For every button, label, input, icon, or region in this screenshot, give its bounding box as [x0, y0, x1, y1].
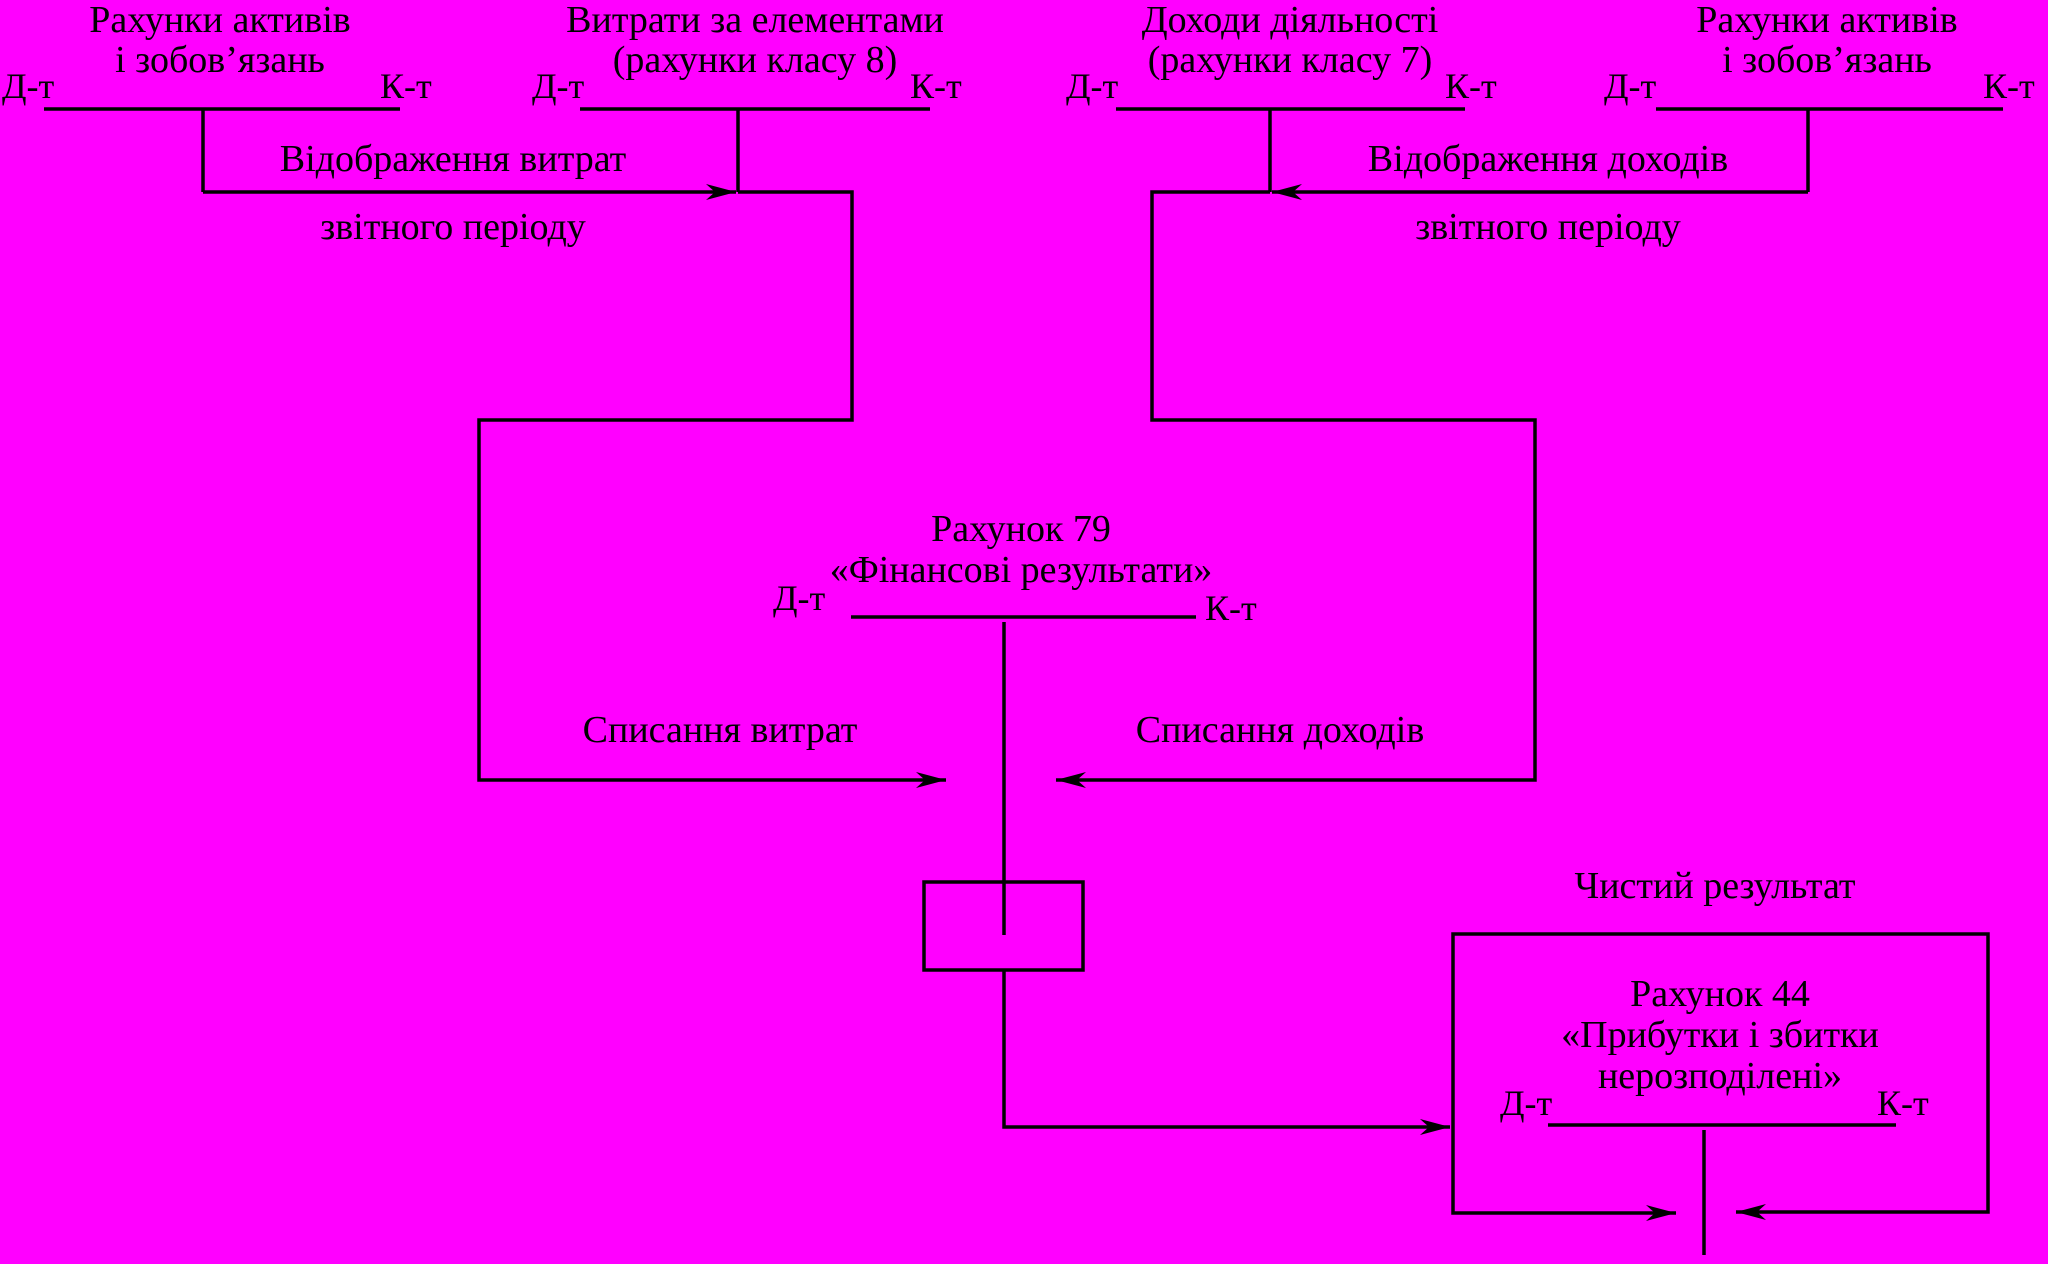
assets-left-title-1: Рахунки активів	[89, 0, 350, 41]
account-79-title-2: «Фінансові результати»	[830, 549, 1213, 591]
income-writeoff-label: Списання доходів	[1136, 709, 1425, 751]
account-44-title-2: «Прибутки і збитки	[1561, 1014, 1879, 1056]
expenses-title-1: Витрати за елементами	[566, 0, 944, 41]
income-title-2: (рахунки класу 7)	[1148, 39, 1433, 81]
account-44-title-1: Рахунок 44	[1630, 973, 1810, 1015]
account-44-frame-left	[1451, 932, 1700, 1221]
income-credit: К-т	[1445, 66, 1497, 106]
assets-right-title-2: і зобов’язань	[1722, 39, 1932, 81]
expenses-title-2: (рахунки класу 8)	[613, 39, 898, 81]
account-79-credit: К-т	[1205, 588, 1257, 628]
assets-right-debit: Д-т	[1604, 66, 1657, 106]
assets-left-debit: Д-т	[2, 66, 55, 106]
assets-right-credit: К-т	[1983, 66, 2035, 106]
net-result-path	[1002, 970, 1450, 1135]
account-79-debit: Д-т	[773, 578, 826, 618]
expense-writeoff-label: Списання витрат	[583, 709, 858, 751]
income-reflection-label-1: Відображення доходів	[1368, 138, 1728, 180]
account-44-title-3: нерозподілені»	[1598, 1055, 1842, 1097]
expenses-debit: Д-т	[532, 66, 585, 106]
assets-left-credit: К-т	[380, 66, 432, 106]
expense-reflection-label-2: звітного періоду	[320, 206, 586, 248]
account-79-title-1: Рахунок 79	[931, 508, 1111, 550]
income-debit: Д-т	[1066, 66, 1119, 106]
income-title-1: Доходи діяльності	[1142, 0, 1439, 41]
income-writeoff-path	[1056, 190, 1537, 788]
net-result-label: Чистий результат	[1575, 865, 1856, 907]
account-44-debit: Д-т	[1500, 1083, 1553, 1123]
expense-reflection-label-1: Відображення витрат	[280, 138, 627, 180]
account-44-credit: К-т	[1877, 1083, 1929, 1123]
assets-left-title-2: і зобов’язань	[115, 39, 325, 81]
expenses-credit: К-т	[910, 66, 962, 106]
account-44-frame-right	[1700, 932, 1990, 1220]
assets-right-title-1: Рахунки активів	[1696, 0, 1957, 41]
income-reflection-label-2: звітного періоду	[1415, 206, 1681, 248]
expense-writeoff-path	[477, 190, 946, 788]
